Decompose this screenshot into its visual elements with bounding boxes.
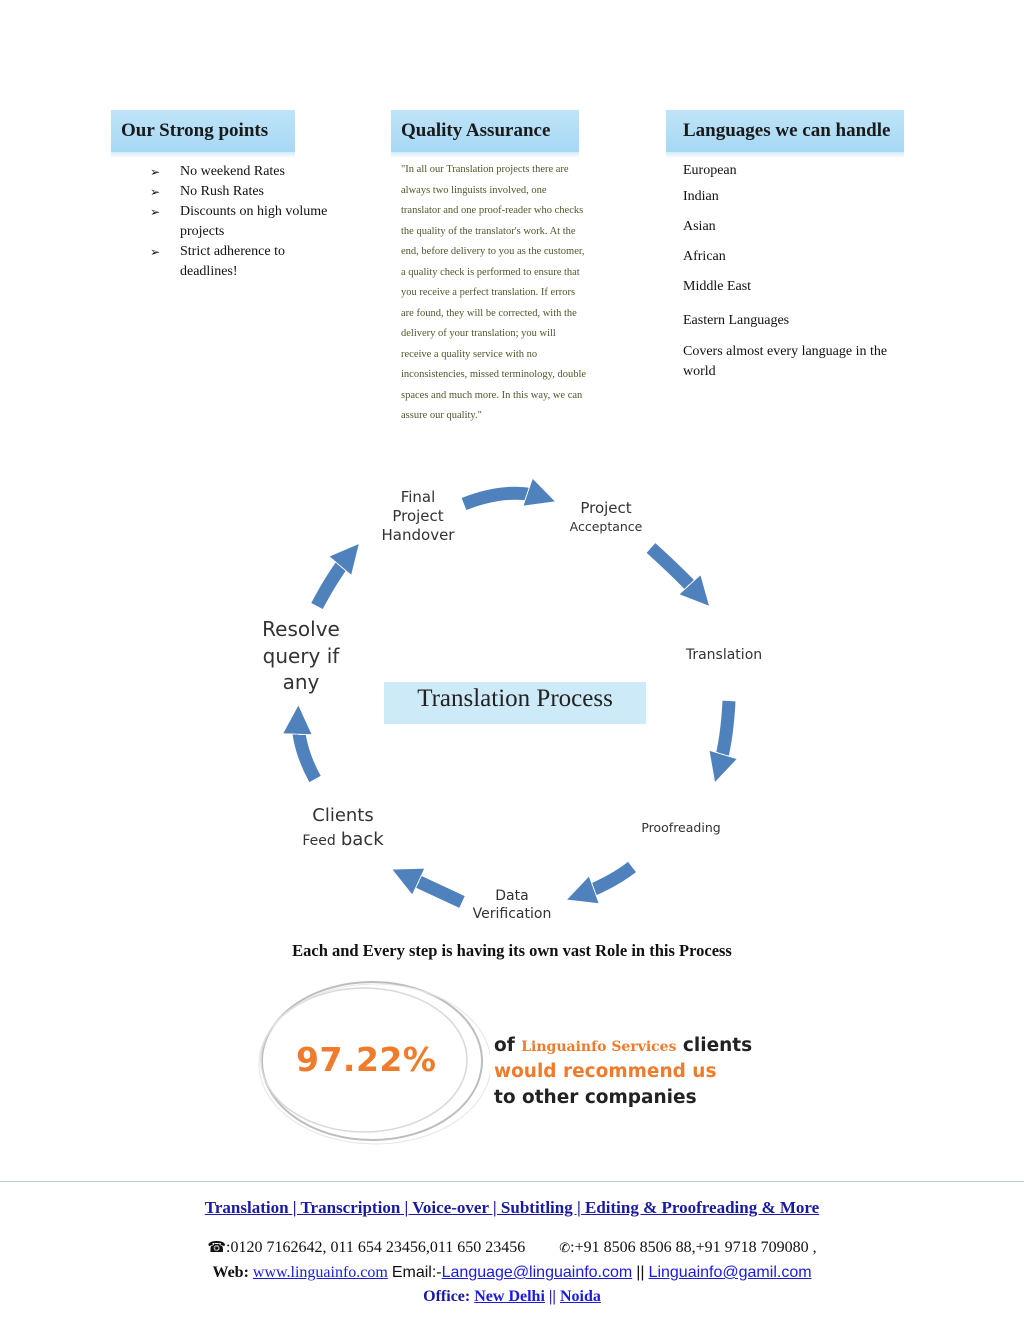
languages-heading: Languages we can handle: [666, 110, 904, 158]
list-item: ➢No Rush Rates: [150, 182, 350, 202]
brand-name: Linguainfo Services: [521, 1039, 677, 1055]
quality-assurance-text: "In all our Translation projects there a…: [401, 164, 587, 421]
process-caption: Each and Every step is having its own va…: [292, 941, 732, 960]
recommend-line-1: of Linguainfo Services clients: [494, 1035, 753, 1056]
arrow-feedback-to-resolve: [298, 716, 321, 783]
strong-points-list: ➢No weekend Rates ➢No Rush Rates ➢Discou…: [150, 162, 350, 282]
services-link[interactable]: Translation | Transcription | Voice-over…: [204, 1198, 820, 1217]
recommend-line-3: to other companies: [494, 1087, 697, 1108]
email-link-linguainfo[interactable]: Linguainfo@gamil.com: [648, 1264, 812, 1281]
list-item: ➢No weekend Rates: [150, 162, 350, 182]
arrow-proofreading-to-verification: [577, 861, 636, 896]
arrow-bullet-icon: ➢: [150, 185, 161, 199]
phone-line: ☎:0120 7162642, 011 654 23456,011 650 23…: [207, 1238, 817, 1256]
language-item: Middle East: [683, 279, 752, 294]
phone-icon: ☎: [207, 1238, 226, 1256]
mobile-phone-icon: ✆: [559, 1241, 571, 1256]
step-proofreading: Proofreading: [641, 820, 721, 835]
badge-rings-icon: [258, 981, 490, 1145]
process-cycle-arrows: [0, 0, 1024, 908]
language-item: European: [683, 163, 737, 178]
arrow-acceptance-to-translation: [646, 543, 702, 598]
footer-divider: [0, 1181, 1024, 1182]
recommend-percentage: 97.22%: [296, 1040, 437, 1079]
quality-assurance-heading: Quality Assurance: [391, 110, 579, 158]
language-item: Eastern Languages: [683, 313, 790, 328]
email-link-language[interactable]: Language@linguainfo.com: [441, 1264, 633, 1281]
language-item: Asian: [683, 219, 716, 234]
arrow-handover-to-acceptance: [461, 493, 545, 511]
arrow-verification-to-feedback: [402, 874, 465, 908]
arrow-resolve-to-handover: [311, 552, 352, 610]
language-item: African: [683, 249, 726, 264]
step-translation: Translation: [685, 647, 763, 663]
process-title: Translation Process: [384, 682, 646, 724]
arrow-translation-to-proofreading: [718, 700, 729, 772]
office-noida-link[interactable]: Noida: [559, 1288, 601, 1305]
web-email-line: Web: www.linguainfo.com Email:-Language@…: [212, 1264, 812, 1281]
website-link[interactable]: www.linguainfo.com: [252, 1264, 388, 1281]
office-line: Office: New Delhi || Noida: [423, 1288, 601, 1305]
recommend-line-2: would recommend us: [494, 1061, 717, 1082]
language-item: Indian: [683, 189, 719, 204]
strong-points-heading: Our Strong points: [111, 110, 295, 158]
office-new-delhi-link[interactable]: New Delhi: [474, 1288, 545, 1305]
arrow-bullet-icon: ➢: [150, 165, 161, 179]
arrow-bullet-icon: ➢: [150, 205, 161, 219]
arrow-bullet-icon: ➢: [150, 245, 161, 259]
